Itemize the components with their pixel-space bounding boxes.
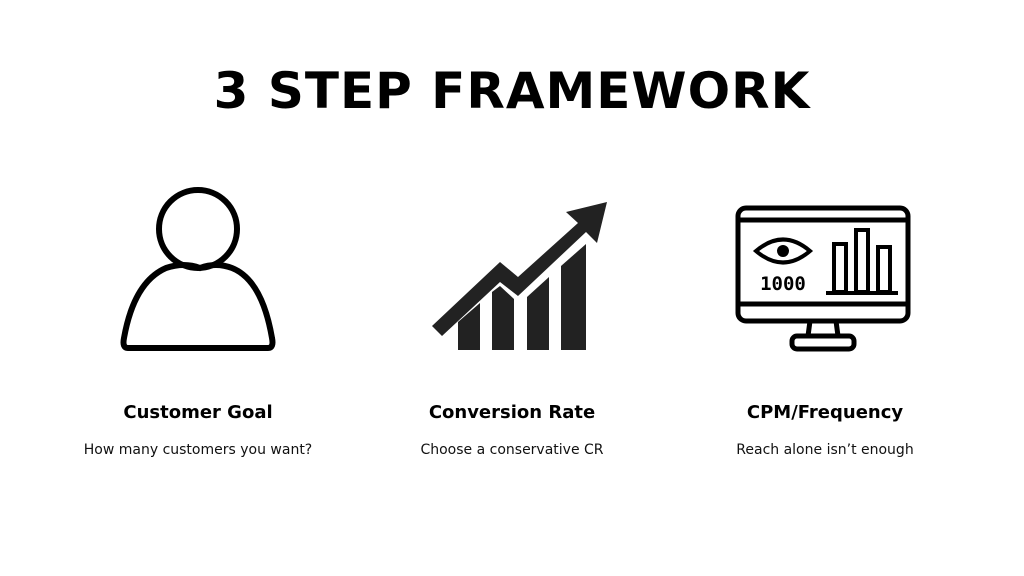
user-icon bbox=[120, 187, 276, 351]
impressions-label: 1000 bbox=[760, 273, 806, 295]
step-3-heading: CPM/Frequency bbox=[746, 402, 904, 423]
monitor-analytics-icon: 1000 bbox=[735, 205, 911, 352]
step-3-caption: Reach alone isn’t enough bbox=[736, 442, 914, 458]
step-1-caption: How many customers you want? bbox=[83, 442, 313, 458]
growth-chart-icon bbox=[432, 202, 607, 350]
step-2-caption: Choose a conservative CR bbox=[420, 442, 604, 458]
step-1-heading: Customer Goal bbox=[123, 402, 273, 423]
step-2-heading: Conversion Rate bbox=[428, 402, 596, 423]
page-title: 3 STEP FRAMEWORK bbox=[213, 62, 811, 120]
eye-icon bbox=[752, 237, 814, 265]
